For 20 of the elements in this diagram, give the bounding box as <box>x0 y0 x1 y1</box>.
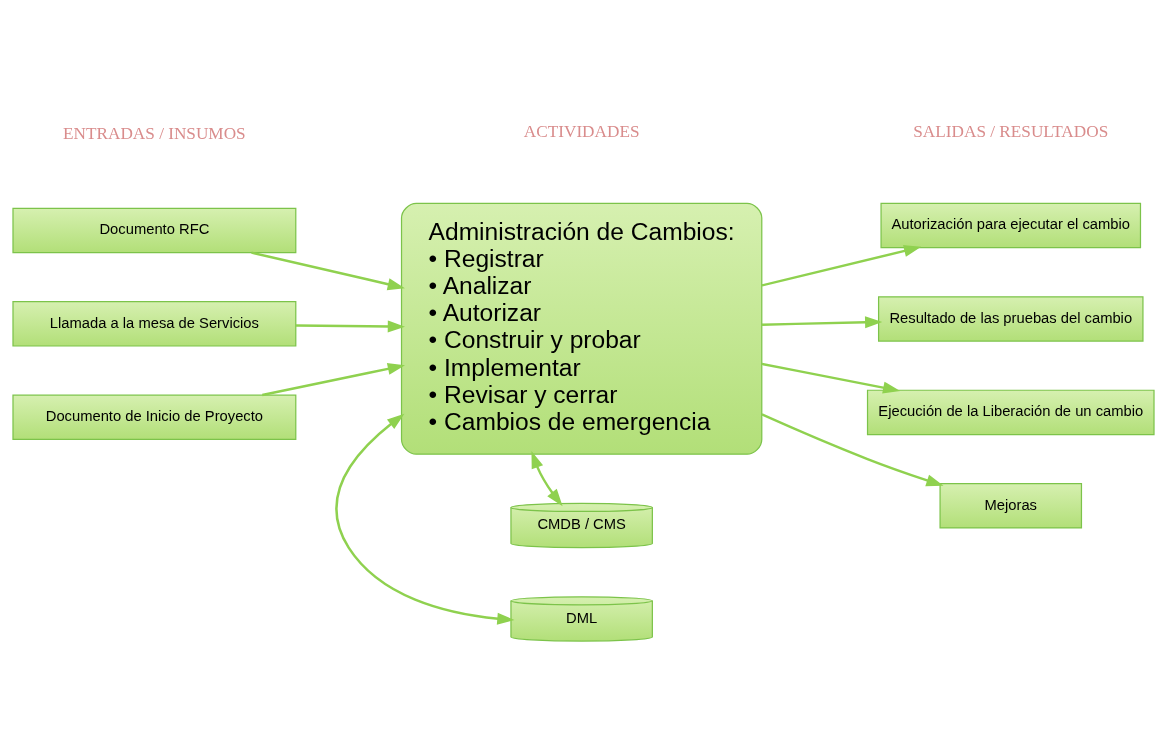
arrow <box>531 451 563 507</box>
arrow <box>761 316 883 329</box>
label: ACTIVIDADES <box>523 121 640 141</box>
label: ENTRADAS / INSUMOS <box>63 124 246 144</box>
node-box: Llamada a la mesa de Servicios <box>12 301 297 347</box>
node-box: Administración de Cambios: • Registrar • Analizar • Autorizar • Construir y probar • Implementar • Revisar y cerrar • Cambios de emergencia <box>400 202 763 455</box>
arrow <box>335 413 515 625</box>
arrow <box>761 362 901 394</box>
arrow <box>761 413 944 487</box>
node-box: Resultado de las pruebas del cambio <box>877 296 1144 342</box>
arrow <box>761 245 922 287</box>
arrow <box>251 251 405 291</box>
node-box: Mejoras <box>939 483 1083 529</box>
arrow <box>295 320 405 333</box>
node-box: Documento RFC <box>12 207 297 254</box>
node-box: Ejecución de la Liberación de un cambio <box>866 389 1155 436</box>
node-box: Documento de Inicio de Proyecto <box>12 394 297 441</box>
label: SALIDAS / RESULTADOS <box>913 121 1109 141</box>
node-box: Autorización para ejecutar el cambio <box>880 202 1142 249</box>
arrow <box>262 362 405 397</box>
